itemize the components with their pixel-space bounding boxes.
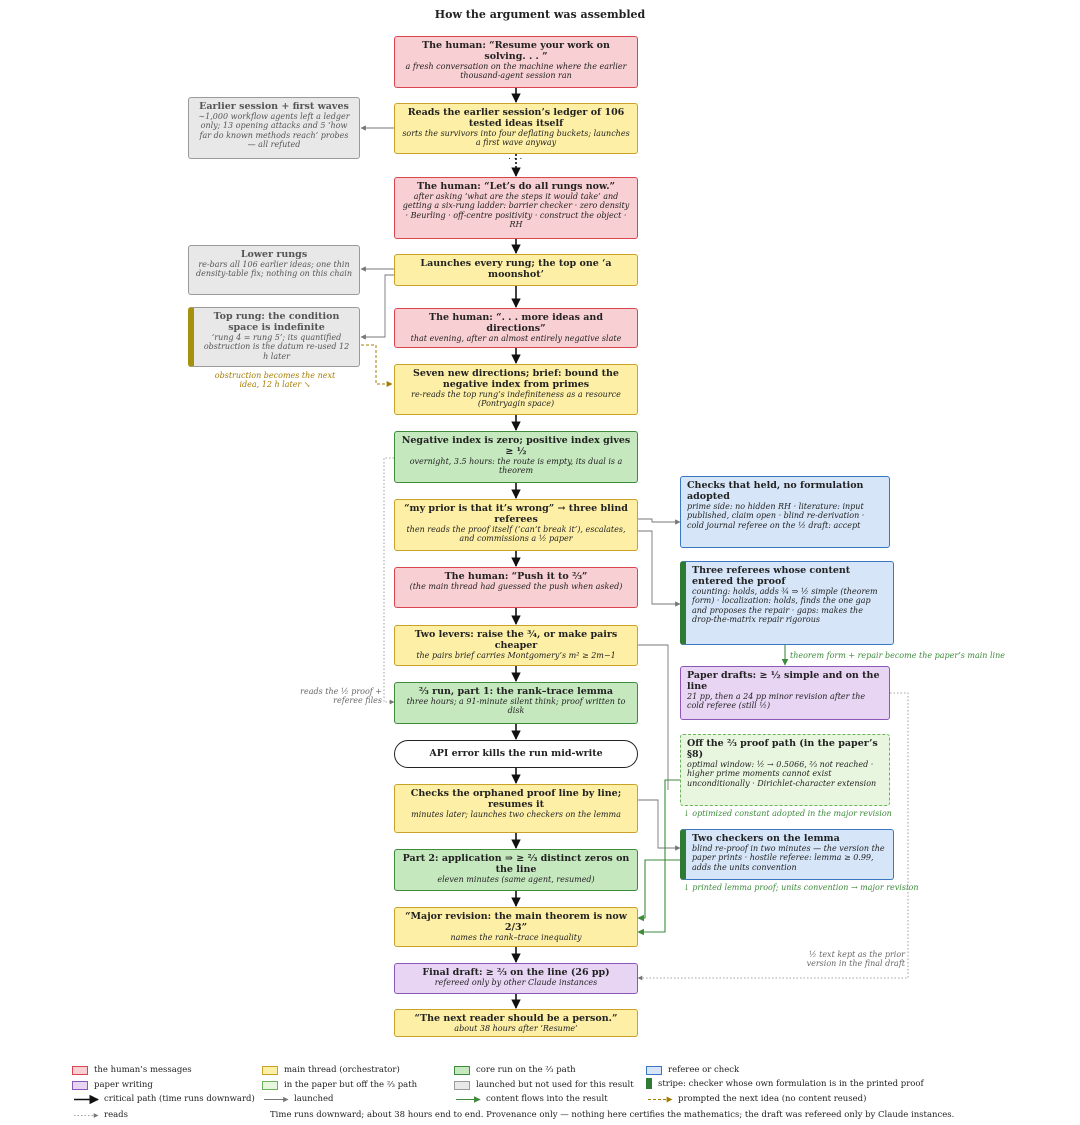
critical-arrow-icon (74, 1094, 99, 1104)
footer-caption: Time runs downward; about 38 hours end t… (270, 1110, 955, 1120)
node-three-referees-content: Three referees whose content entered the… (680, 561, 894, 645)
legend-reads: reads (72, 1110, 128, 1120)
legend-launched: launched (262, 1094, 333, 1104)
node-checks-held: Checks that held, no formulation adopted… (680, 476, 890, 548)
node-off-path: Off the ⅔ proof path (in the paper’s §8)… (680, 734, 890, 806)
node-top-rung: Top rung: the condition space is indefin… (188, 307, 360, 367)
legend-paper: paper writing (72, 1080, 153, 1090)
node-major-revision: “Major revision: the main theorem is now… (394, 907, 638, 947)
prompted-arrow (361, 344, 393, 387)
node-paper-drafts: Paper drafts: ≥ ½ simple and on the line… (680, 666, 890, 720)
ellipsis-marker: . . . (508, 152, 523, 162)
node-more-ideas-prompt: The human: “. . . more ideas and directi… (394, 308, 638, 348)
legend-stripe: stripe: checker whose own formulation is… (646, 1078, 924, 1089)
node-resume-prompt: The human: “Resume your work on solving.… (394, 36, 638, 88)
launched-arrows (360, 125, 681, 851)
content-arrow-icon (456, 1095, 481, 1103)
legend-main: main thread (orchestrator) (262, 1065, 400, 1075)
note-reads-half-proof: reads the ½ proof + referee files (300, 687, 382, 706)
reads-arrow-icon (74, 1112, 99, 1118)
node-checks-orphaned-proof: Checks the orphaned proof line by line; … (394, 784, 638, 833)
legend-core: core run on the ⅔ path (454, 1065, 576, 1075)
legend-referee: referee or check (646, 1065, 739, 1075)
node-push-to-two-thirds: The human: “Push it to ⅔”(the main threa… (394, 567, 638, 608)
note-half-text-kept: ½ text kept as the prior version in the … (806, 950, 905, 969)
legend-unused: launched but not used for this result (454, 1080, 634, 1090)
node-final-draft: Final draft: ≥ ⅔ on the line (26 pp)refe… (394, 963, 638, 994)
content-arrows (637, 645, 789, 936)
node-launches-every-rung: Launches every rung; the top one ‘a moon… (394, 254, 638, 286)
note-optimized-constant: ↓ optimized constant adopted in the majo… (683, 809, 892, 818)
node-earlier-session: Earlier session + first waves∼1,000 work… (188, 97, 360, 159)
reads-arrows (383, 457, 909, 981)
launched-arrow-icon (264, 1096, 289, 1102)
node-all-rungs-prompt: The human: “Let’s do all rungs now.”afte… (394, 177, 638, 239)
legend-critical: critical path (time runs downward) (72, 1094, 255, 1104)
legend-prompted: prompted the next idea (no content reuse… (646, 1094, 866, 1104)
note-obstruction: obstruction becomes the next idea, 12 h … (214, 371, 336, 390)
node-negative-index-zero: Negative index is zero; positive index g… (394, 431, 638, 483)
legend-content: content flows into the result (454, 1094, 608, 1104)
legend-human: the human’s messages (72, 1065, 192, 1075)
prompted-arrow-icon (648, 1096, 673, 1102)
node-api-error: API error kills the run mid-write (394, 740, 638, 768)
node-part2-application: Part 2: application ⇒ ≥ ⅔ distinct zeros… (394, 849, 638, 891)
node-seven-directions: Seven new directions; brief: bound the n… (394, 364, 638, 415)
node-reads-ledger: Reads the earlier session’s ledger of 10… (394, 103, 638, 154)
node-two-levers: Two levers: raise the ¾, or make pairs c… (394, 625, 638, 666)
node-next-reader: “The next reader should be a person.”abo… (394, 1009, 638, 1037)
node-three-blind-referees: “my prior is that it’s wrong” → three bl… (394, 499, 638, 551)
diagram-title: How the argument was assembled (434, 8, 646, 21)
legend-offpath: in the paper but off the ⅔ path (262, 1080, 417, 1090)
note-printed-lemma: ↓ printed lemma proof; units convention … (683, 883, 919, 892)
note-main-line: theorem form + repair become the paper’s… (790, 651, 1005, 660)
